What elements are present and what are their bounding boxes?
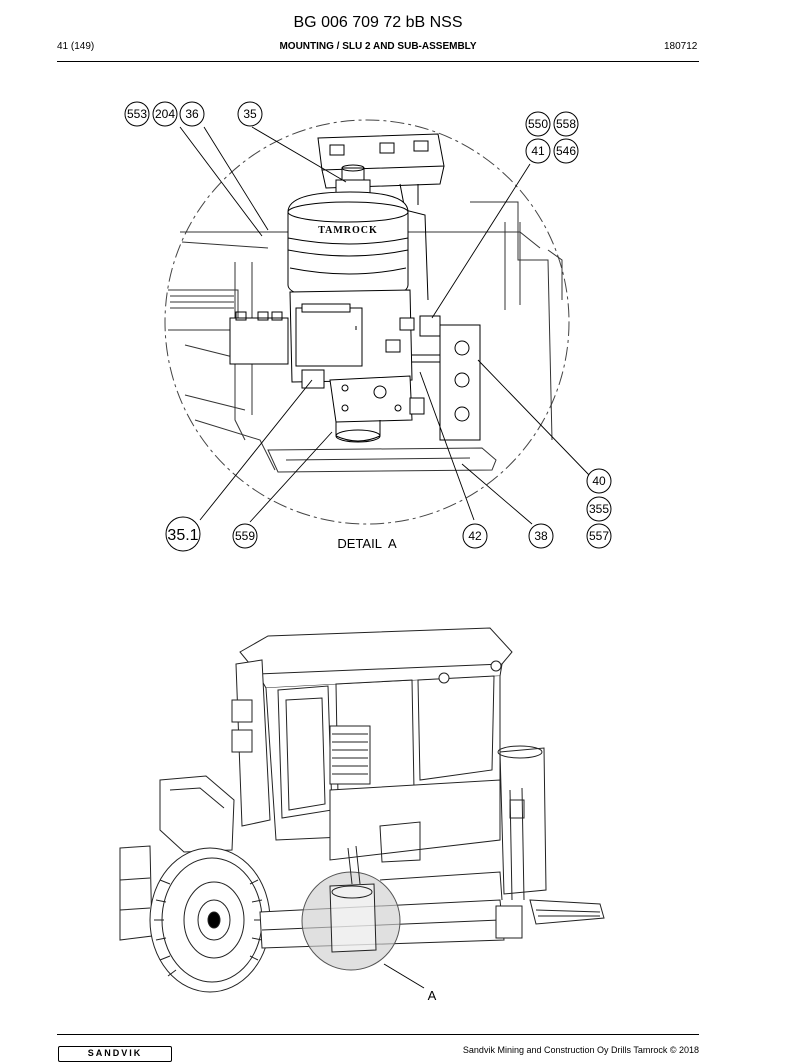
callout-38-label: 38 — [534, 529, 548, 543]
header-rule — [57, 61, 699, 62]
access-step — [529, 899, 605, 925]
callout-42 — [462, 523, 488, 549]
callout-leader-lines — [179, 126, 591, 525]
callout-35 — [237, 101, 263, 127]
callout-40-label: 40 — [592, 474, 606, 488]
sandvik-logo: SANDVIK — [58, 1046, 172, 1062]
callout-550-label: 550 — [528, 117, 548, 131]
callout-35-1 — [165, 516, 201, 552]
callout-557 — [586, 523, 612, 549]
document-date: 180712 — [664, 41, 698, 52]
footer-rule — [57, 1034, 699, 1035]
detail-a-marker: A — [428, 988, 437, 1003]
callout-41 — [525, 138, 551, 164]
callout-35-label: 35 — [243, 107, 257, 121]
callout-40 — [586, 468, 612, 494]
document-title: BG 006 709 72 bB NSS — [293, 14, 463, 31]
detail-a-view: TAMROCK — [124, 101, 612, 552]
callout-204-label: 204 — [155, 107, 175, 121]
cab-window-right — [417, 675, 495, 781]
callout-38 — [528, 523, 554, 549]
callout-546-label: 546 — [556, 144, 576, 158]
callout-546 — [553, 138, 579, 164]
motor-brand-plate: TAMROCK — [318, 225, 378, 236]
callout-558-label: 558 — [556, 117, 576, 131]
callout-36 — [179, 101, 205, 127]
callout-204 — [152, 101, 178, 127]
callout-355-label: 355 — [589, 502, 609, 516]
callout-558 — [553, 111, 579, 137]
footer-copyright: Sandvik Mining and Construction Oy Drill… — [462, 1045, 699, 1055]
machine-overview — [119, 627, 605, 993]
side-plate — [385, 315, 481, 441]
callout-557-label: 557 — [589, 529, 609, 543]
radiator-grille — [329, 725, 371, 785]
page-number: 41 (149) — [57, 41, 95, 52]
section-title: MOUNTING / SLU 2 AND SUB-ASSEMBLY — [279, 41, 477, 52]
callout-355 — [586, 496, 612, 522]
rotation-motor — [287, 191, 409, 301]
front-wheel — [149, 847, 271, 993]
callout-553-label: 553 — [127, 107, 147, 121]
cab-roof — [239, 627, 513, 675]
callout-559 — [232, 523, 258, 549]
detail-a-leader — [383, 963, 425, 989]
callout-553 — [124, 101, 150, 127]
detail-caption: DETAIL A — [337, 536, 397, 551]
top-bracket — [317, 133, 445, 301]
callout-559-label: 559 — [235, 529, 255, 543]
callout-550 — [525, 111, 551, 137]
callout-36-label: 36 — [185, 107, 199, 121]
callout-41-label: 41 — [531, 144, 545, 158]
valve-assembly — [229, 289, 425, 443]
callout-42-label: 42 — [468, 529, 482, 543]
detail-boundary-circle — [164, 119, 570, 525]
detail-frame — [168, 201, 563, 473]
callout-35-1-label: 35.1 — [167, 527, 198, 544]
callout-bubbles — [124, 101, 612, 552]
